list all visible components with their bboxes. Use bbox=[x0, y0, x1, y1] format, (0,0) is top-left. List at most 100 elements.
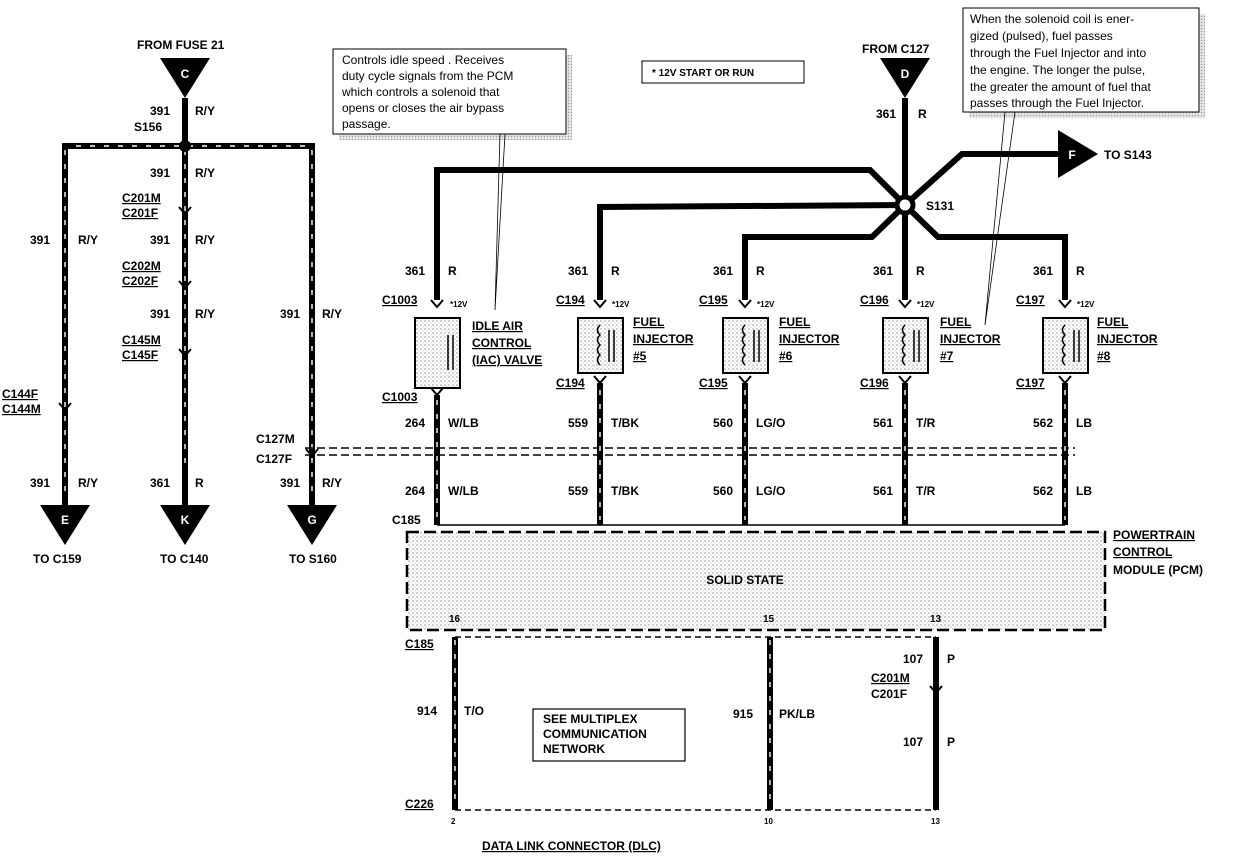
from-c127-label: FROM C127 bbox=[862, 42, 930, 56]
connector-c-label: C bbox=[181, 67, 190, 81]
wire-num-391-b: 391 bbox=[150, 233, 170, 247]
wire-361-to-injector-8 bbox=[902, 202, 1068, 300]
iac-12v: *12V bbox=[450, 300, 468, 309]
inj7-12v: *12V bbox=[917, 300, 935, 309]
inj8-connector-bottom: C197 bbox=[1016, 376, 1045, 390]
wire-color-ry-e: R/Y bbox=[78, 476, 98, 490]
from-fuse-label: FROM FUSE 21 bbox=[137, 38, 225, 52]
c226-label: C226 bbox=[405, 797, 434, 811]
inj6-wire-in-color: R bbox=[756, 264, 765, 278]
inj6-name-3: #6 bbox=[779, 349, 793, 363]
c185-label-top: C185 bbox=[392, 513, 421, 527]
dlc-title: DATA LINK CONNECTOR (DLC) bbox=[482, 839, 661, 853]
wire-color-914: T/O bbox=[464, 704, 484, 718]
dlc-pin-2: 2 bbox=[451, 817, 456, 826]
pcm-label-3: MODULE (PCM) bbox=[1113, 563, 1203, 577]
inj6-wire-out-num-2: 560 bbox=[713, 484, 733, 498]
dlc-c201m-label: C201M bbox=[871, 671, 910, 685]
inj8-wire-out-num: 562 bbox=[1033, 416, 1053, 430]
connector-f-triangle bbox=[1058, 130, 1098, 178]
wire-color-ry-c: R/Y bbox=[195, 307, 215, 321]
inj7-name-1: FUEL bbox=[940, 315, 971, 329]
dlc-pin-10: 10 bbox=[764, 817, 773, 826]
connector-e-triangle bbox=[40, 505, 90, 545]
inj7-connector-bottom: C196 bbox=[860, 376, 889, 390]
inj6-connector-bottom: C195 bbox=[699, 376, 728, 390]
wire-color-915: PK/LB bbox=[779, 707, 815, 721]
c127f-label: C127F bbox=[256, 452, 292, 466]
c144m-label: C144M bbox=[2, 402, 41, 416]
inj5-wire-out-num: 559 bbox=[568, 416, 588, 430]
inj8-wire-out-color-2: LB bbox=[1076, 484, 1092, 498]
wire-color-r-d: R bbox=[918, 107, 927, 121]
injector-note-line-1: When the solenoid coil is ener- bbox=[970, 12, 1134, 26]
splice-s131-label: S131 bbox=[926, 199, 954, 213]
pcm-solid-state: SOLID STATE bbox=[706, 573, 784, 587]
wire-num-391-left: 391 bbox=[30, 233, 50, 247]
to-s160-label: TO S160 bbox=[289, 552, 337, 566]
wire-361-to-s143 bbox=[902, 151, 1060, 208]
connector-f-label: F bbox=[1068, 148, 1075, 162]
inj7-wire-out-color: T/R bbox=[916, 416, 936, 430]
inj8-wire-in-num: 361 bbox=[1033, 264, 1053, 278]
inj6-12v: *12V bbox=[757, 300, 775, 309]
inj8-wire-out-num-2: 562 bbox=[1033, 484, 1053, 498]
inj7-wire-out-num-2: 561 bbox=[873, 484, 893, 498]
iac-note-line-1: Controls idle speed . Receives bbox=[342, 53, 504, 67]
pcm-label-2: CONTROL bbox=[1113, 545, 1172, 559]
inj8-12v: *12V bbox=[1077, 300, 1095, 309]
iac-wire-in-num: 361 bbox=[405, 264, 425, 278]
wire-num-107-top: 107 bbox=[903, 652, 923, 666]
c145f-label: C145F bbox=[122, 348, 158, 362]
inj7-wire-out-num: 561 bbox=[873, 416, 893, 430]
pcm-label-1: POWERTRAIN bbox=[1113, 528, 1195, 542]
c185-label-bottom: C185 bbox=[405, 637, 434, 651]
inj7-connector-top: C196 bbox=[860, 293, 889, 307]
inj6-wire-out-color: LG/O bbox=[756, 416, 785, 430]
connector-e-label: E bbox=[61, 513, 69, 527]
injector-note-line-6: passes through the Fuel Injector. bbox=[970, 96, 1144, 110]
iac-name-3: (IAC) VALVE bbox=[472, 353, 542, 367]
c127m-label: C127M bbox=[256, 432, 295, 446]
inj6-name-2: INJECTOR bbox=[779, 332, 840, 346]
inj7-wire-out-color-2: T/R bbox=[916, 484, 936, 498]
wire-num-361-d: 361 bbox=[876, 107, 896, 121]
inj7-name-2: INJECTOR bbox=[940, 332, 1001, 346]
wire-num-391-right: 391 bbox=[280, 307, 300, 321]
iac-connector-top: C1003 bbox=[382, 293, 418, 307]
splice-s156 bbox=[179, 140, 191, 152]
connector-k-label: K bbox=[181, 513, 190, 527]
wire-num-391-e: 391 bbox=[30, 476, 50, 490]
see-multiplex-line-2: COMMUNICATION bbox=[543, 727, 647, 741]
dlc-c201f-label: C201F bbox=[871, 687, 907, 701]
dlc-pin-13: 13 bbox=[931, 817, 940, 826]
inj6-wire-in-num: 361 bbox=[713, 264, 733, 278]
to-s143-label: TO S143 bbox=[1104, 148, 1152, 162]
iac-note-line-4: opens or closes the air bypass bbox=[342, 101, 504, 115]
connector-d-triangle bbox=[880, 58, 930, 98]
wire-num-914: 914 bbox=[417, 704, 437, 718]
inj5-12v: *12V bbox=[612, 300, 630, 309]
inj5-wire-out-color-2: T/BK bbox=[611, 484, 639, 498]
inj6-connector-top: C195 bbox=[699, 293, 728, 307]
inj5-name-2: INJECTOR bbox=[633, 332, 694, 346]
connector-c-triangle bbox=[160, 58, 210, 98]
inj7-wire-in-color: R bbox=[916, 264, 925, 278]
injector-note-line-5: the greater the amount of fuel that bbox=[970, 80, 1151, 94]
inj5-wire-out-num-2: 559 bbox=[568, 484, 588, 498]
pcm-pin-13: 13 bbox=[930, 614, 942, 625]
wire-num-915: 915 bbox=[733, 707, 753, 721]
inj5-wire-in-color: R bbox=[611, 264, 620, 278]
c202f-label: C202F bbox=[122, 274, 158, 288]
injector-note-line-3: through the Fuel Injector and into bbox=[970, 46, 1146, 60]
wire-num-107-bottom: 107 bbox=[903, 735, 923, 749]
inj8-body bbox=[1042, 317, 1089, 374]
inj6-name-1: FUEL bbox=[779, 315, 810, 329]
iac-valve: 361 R C1003 *12V IDLE AIR CONTROL (IAC) … bbox=[382, 264, 542, 552]
wire-num-391-g: 391 bbox=[280, 476, 300, 490]
wire-num-391-a: 391 bbox=[150, 166, 170, 180]
inj8-connector-top: C197 bbox=[1016, 293, 1045, 307]
iac-wire-out-num-2: 264 bbox=[405, 484, 425, 498]
injector-note-line-4: the engine. The longer the pulse, bbox=[970, 63, 1145, 77]
